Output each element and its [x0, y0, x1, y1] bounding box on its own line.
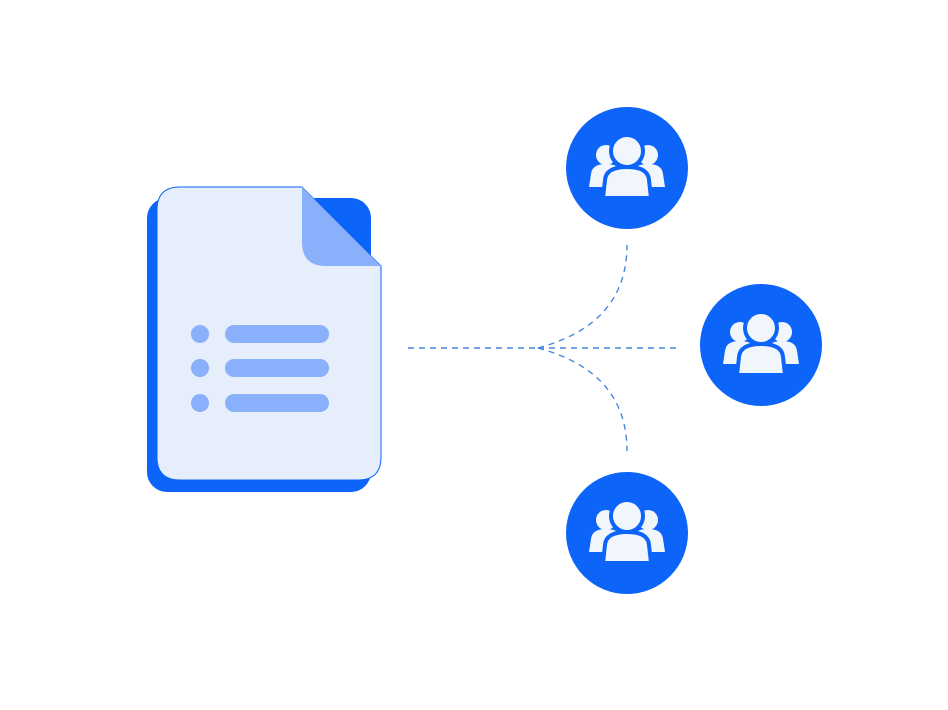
list-line: [225, 394, 329, 412]
group-node-middle: [700, 284, 822, 406]
connector-branch-top: [537, 244, 628, 349]
list-line: [225, 325, 329, 343]
connector-lines: [408, 244, 678, 452]
list-bullet: [191, 394, 209, 412]
list-bullet: [191, 359, 209, 377]
document-list: [191, 325, 329, 412]
list-line: [225, 359, 329, 377]
user-group-icon: [589, 498, 665, 565]
connector-branch-bottom: [537, 347, 628, 452]
document-list-icon: [147, 186, 382, 492]
list-bullet: [191, 325, 209, 343]
group-node-bottom: [566, 472, 688, 594]
document-folded-corner: [302, 187, 381, 266]
group-node-top: [566, 107, 688, 229]
user-group-icon: [723, 310, 799, 377]
user-group-icon: [589, 133, 665, 200]
